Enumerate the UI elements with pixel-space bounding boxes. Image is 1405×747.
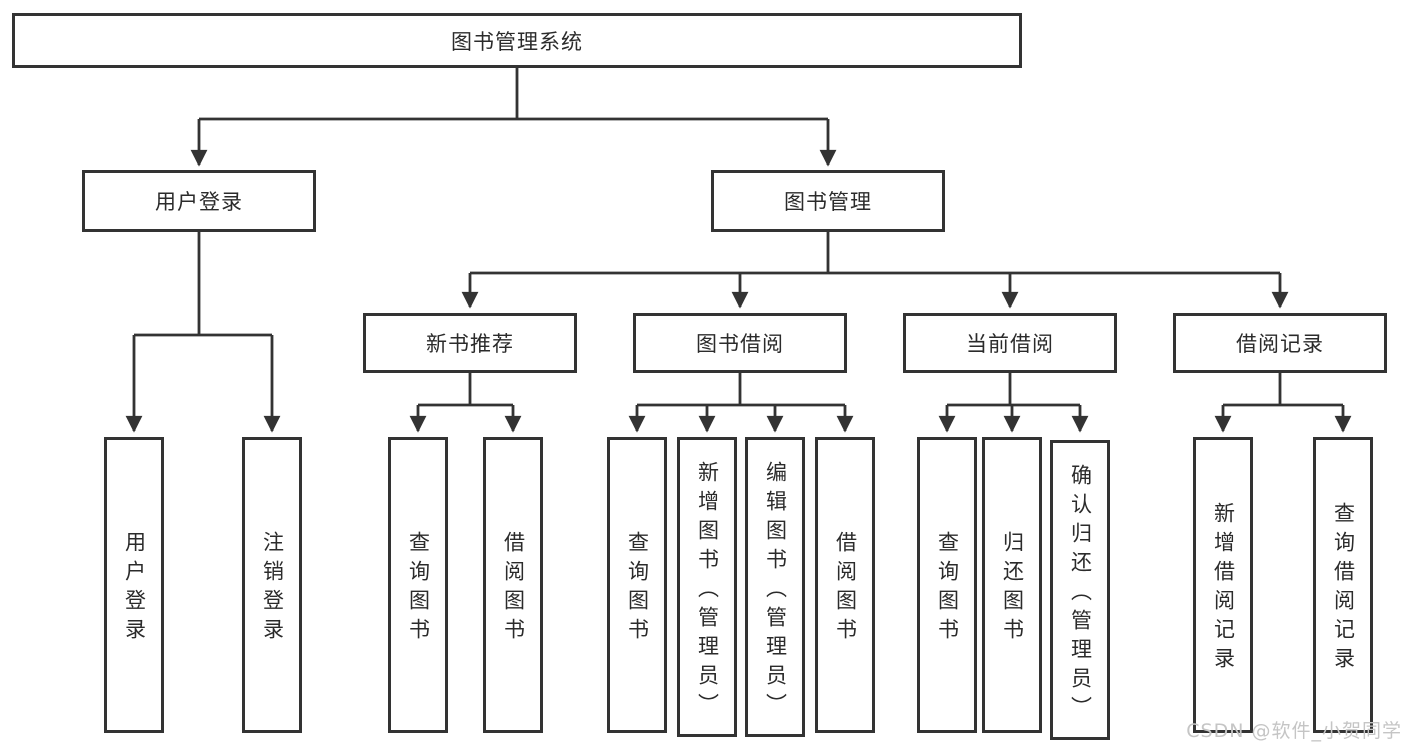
node-leaf-query-book-1: 查询图书 bbox=[388, 437, 448, 733]
node-label: 注销登录 bbox=[260, 531, 285, 647]
node-leaf-add-book-admin: 新增图书（管理员） bbox=[677, 437, 737, 737]
csdn-watermark: CSDN @软件_小贺同学 bbox=[1186, 720, 1402, 742]
node-leaf-user-login: 用户登录 bbox=[104, 437, 164, 733]
node-borrow-record: 借阅记录 bbox=[1173, 313, 1387, 373]
node-leaf-query-book-3: 查询图书 bbox=[917, 437, 977, 733]
connector-borrow-split bbox=[637, 373, 845, 407]
node-label: 新增借阅记录 bbox=[1211, 502, 1236, 676]
node-leaf-edit-book-admin: 编辑图书（管理员） bbox=[745, 437, 805, 737]
node-label: 借阅图书 bbox=[501, 531, 526, 647]
node-label: 查询图书 bbox=[625, 531, 650, 647]
node-label: 编辑图书（管理员） bbox=[763, 460, 788, 722]
node-current-borrow: 当前借阅 bbox=[903, 313, 1117, 373]
node-leaf-borrow-book-1: 借阅图书 bbox=[483, 437, 543, 733]
node-leaf-borrow-book-2: 借阅图书 bbox=[815, 437, 875, 733]
node-label: 新增图书（管理员） bbox=[695, 460, 720, 722]
connector-current-split bbox=[947, 373, 1080, 407]
node-label: 新书推荐 bbox=[426, 332, 514, 356]
connector-root-split bbox=[199, 68, 828, 121]
node-new-book-recommend: 新书推荐 bbox=[363, 313, 577, 373]
node-label: 借阅图书 bbox=[833, 531, 858, 647]
node-label: 图书借阅 bbox=[696, 332, 784, 356]
node-label: 用户登录 bbox=[155, 190, 243, 214]
node-label: 图书管理系统 bbox=[451, 29, 583, 54]
node-label: 查询图书 bbox=[406, 531, 431, 647]
node-label: 图书管理 bbox=[784, 190, 872, 214]
node-leaf-confirm-return-admin: 确认归还（管理员） bbox=[1050, 440, 1110, 740]
node-leaf-query-book-2: 查询图书 bbox=[607, 437, 667, 733]
node-label: 确认归还（管理员） bbox=[1068, 463, 1093, 725]
connector-userlogin-split bbox=[134, 232, 272, 337]
node-label: 借阅记录 bbox=[1236, 332, 1324, 356]
node-book-management-branch: 图书管理 bbox=[711, 170, 945, 232]
node-label: 查询借阅记录 bbox=[1331, 502, 1356, 676]
node-label: 用户登录 bbox=[122, 531, 147, 647]
node-leaf-return-book: 归还图书 bbox=[982, 437, 1042, 733]
node-leaf-logout: 注销登录 bbox=[242, 437, 302, 733]
node-label: 当前借阅 bbox=[966, 332, 1054, 356]
node-label: 归还图书 bbox=[1000, 531, 1025, 647]
node-leaf-add-borrow-record: 新增借阅记录 bbox=[1193, 437, 1253, 733]
node-user-login-branch: 用户登录 bbox=[82, 170, 316, 232]
node-leaf-query-borrow-record: 查询借阅记录 bbox=[1313, 437, 1373, 733]
connector-newbook-split bbox=[418, 373, 513, 407]
node-label: 查询图书 bbox=[935, 531, 960, 647]
connector-record-split bbox=[1223, 373, 1343, 407]
node-root-system: 图书管理系统 bbox=[12, 13, 1022, 68]
node-book-borrow: 图书借阅 bbox=[633, 313, 847, 373]
connector-bookmgmt-split bbox=[470, 232, 1280, 275]
